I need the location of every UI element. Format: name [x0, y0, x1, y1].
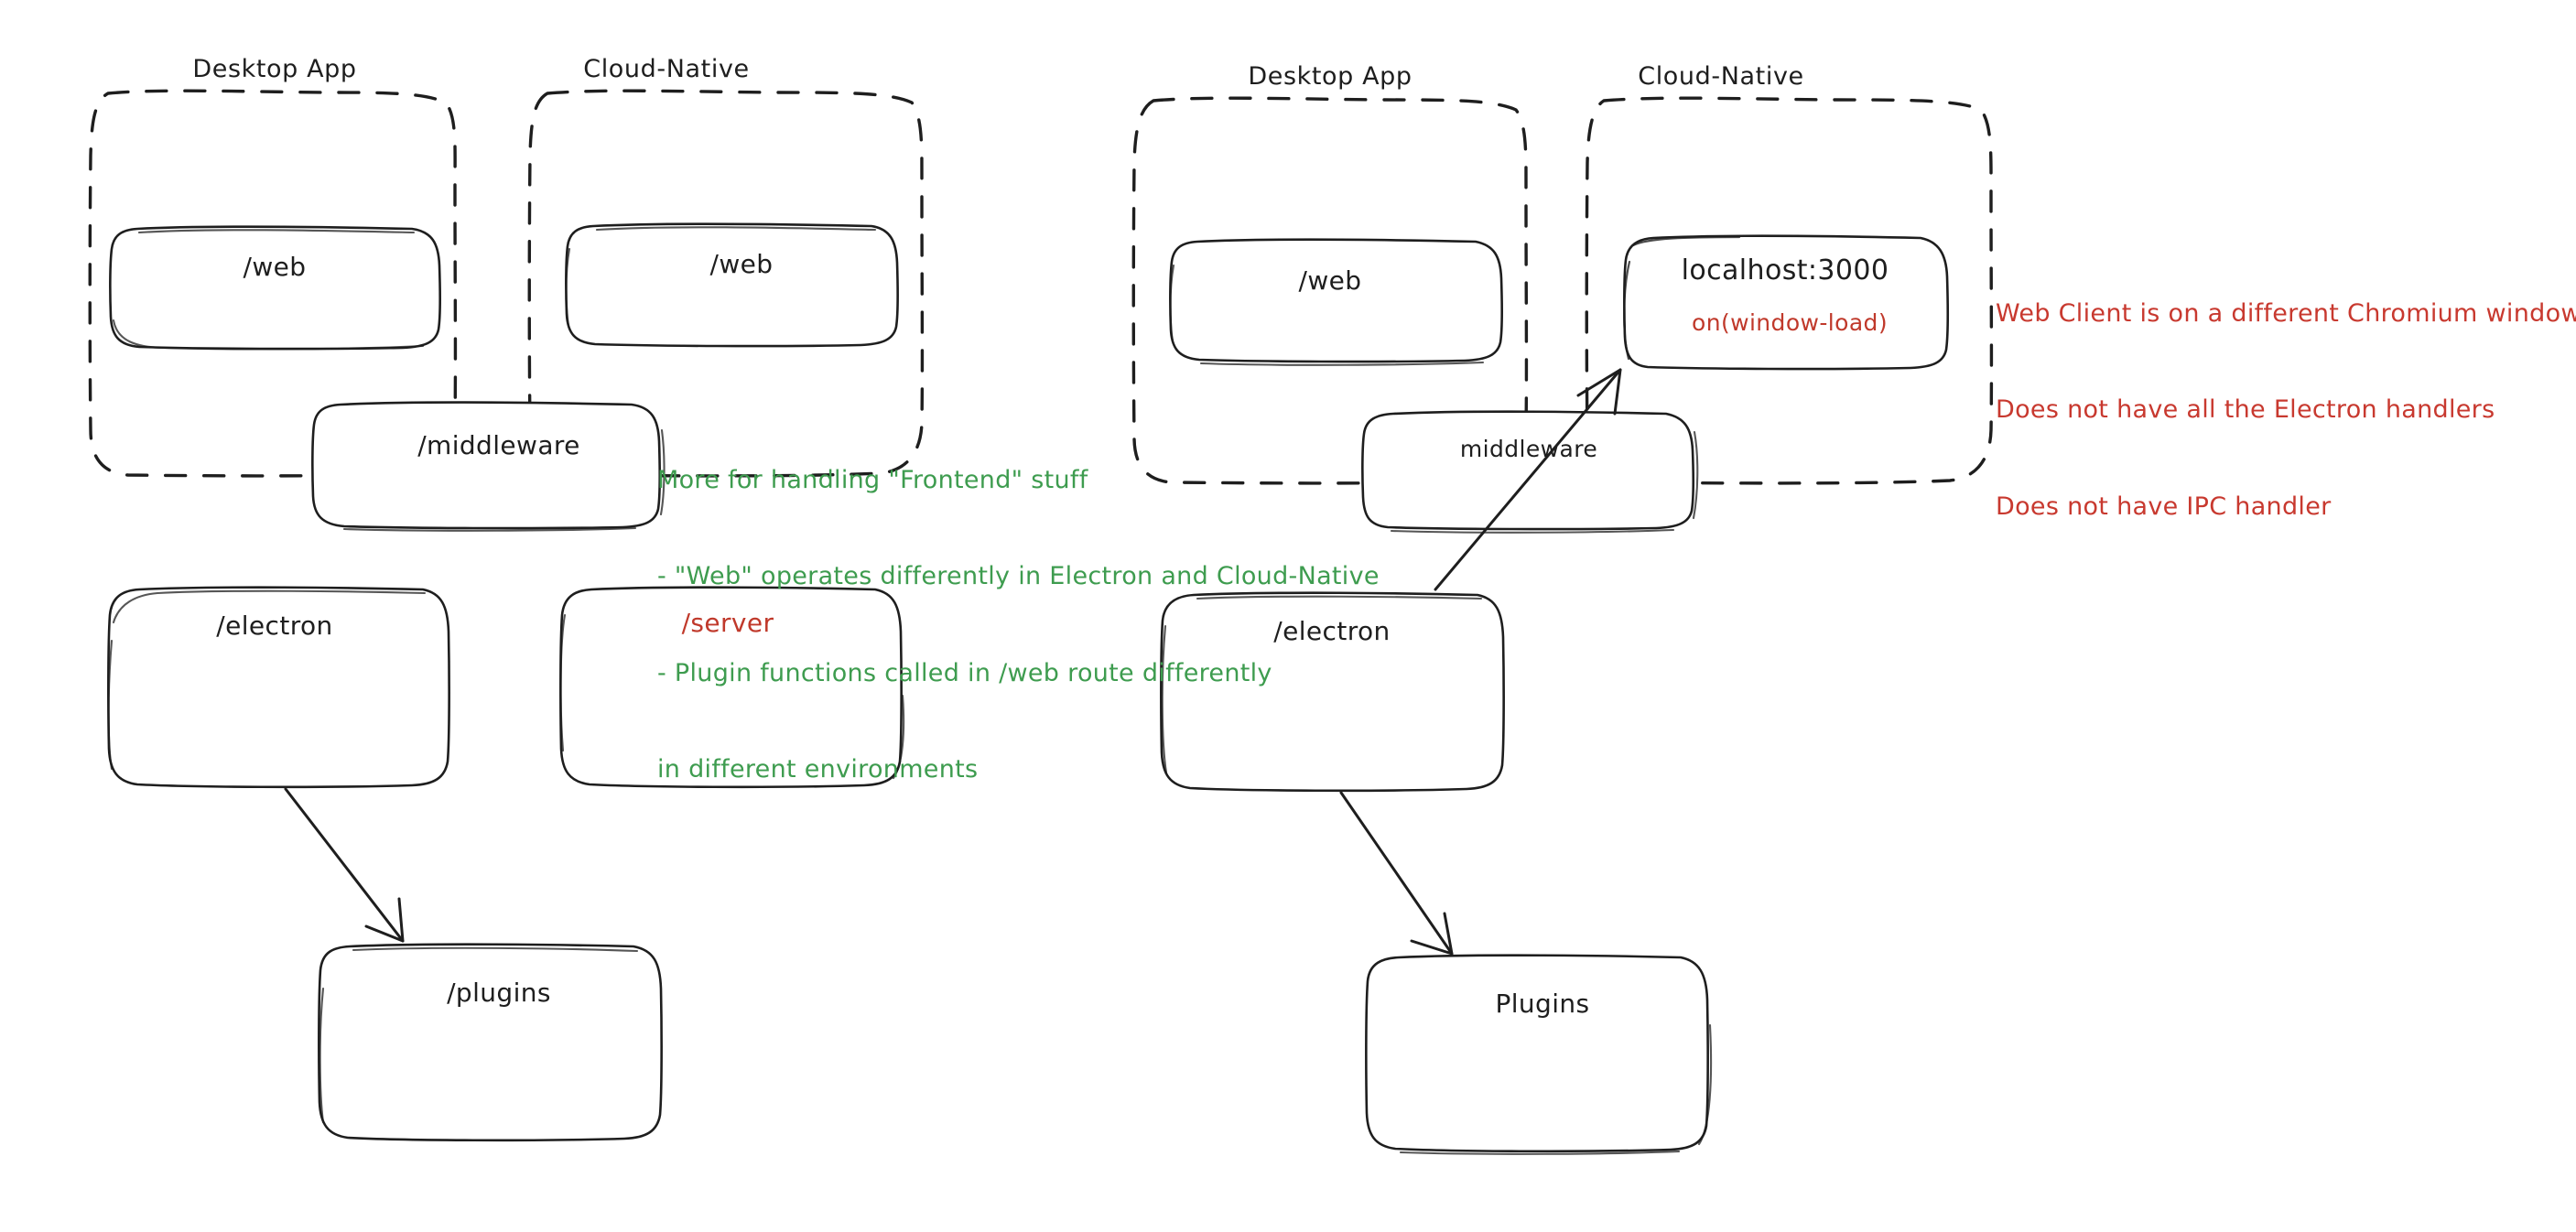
red-note-line-1: Web Client is on a different Chromium wi… — [1996, 299, 2576, 329]
group-left-cloud — [527, 89, 925, 478]
annotation-green-note: More for handling "Frontend" stuff - "We… — [657, 400, 1380, 849]
green-note-line-2: - "Web" operates differently in Electron… — [657, 562, 1380, 591]
red-note-line-2: Does not have all the Electron handlers — [1996, 395, 2495, 425]
node-label-r-electron: /electron — [1273, 616, 1391, 646]
node-label-r-plugins: Plugins — [1495, 989, 1590, 1019]
node-label-r-web-desktop: /web — [1298, 265, 1362, 296]
node-box-r-localhost[interactable] — [1623, 234, 1949, 371]
node-box-l-web-desktop[interactable] — [109, 225, 441, 351]
node-label-l-web-cloud: /web — [709, 249, 774, 279]
red-note-line-3: Does not have IPC handler — [1996, 492, 2332, 521]
group-label-right-cloud: Cloud-Native — [1638, 62, 1804, 91]
arrow-electron-to-localhost — [1434, 368, 1622, 591]
green-note-line-4: in different environments — [657, 755, 979, 784]
node-box-r-plugins[interactable] — [1365, 954, 1713, 1155]
node-label-l-plugins: /plugins — [447, 978, 551, 1008]
arrow-electron-to-plugins-left — [284, 787, 405, 943]
node-label-l-web-desktop: /web — [243, 252, 307, 282]
node-box-l-server[interactable] — [559, 586, 905, 789]
node-box-r-web-desktop[interactable] — [1169, 238, 1503, 366]
node-label-l-middleware: /middleware — [417, 430, 580, 460]
group-label-right-desktop: Desktop App — [1248, 62, 1412, 91]
group-right-desktop — [1131, 96, 1529, 485]
node-sublabel-on-window-load: on(window-load) — [1692, 309, 1888, 336]
green-note-line-1: More for handling "Frontend" stuff — [657, 466, 1088, 495]
node-label-r-localhost: localhost:3000 — [1681, 254, 1889, 286]
node-box-r-electron[interactable] — [1160, 591, 1505, 793]
green-note-line-3: - Plugin functions called in /web route … — [657, 658, 1272, 687]
node-label-r-middleware: middleware — [1459, 436, 1598, 462]
annotation-red-note: Web Client is on a different Chromium wi… — [1996, 233, 2576, 587]
node-box-l-electron[interactable] — [107, 586, 450, 789]
node-box-l-middleware[interactable] — [311, 401, 666, 532]
node-label-l-electron: /electron — [216, 611, 333, 641]
node-label-l-server: /server — [681, 608, 774, 638]
group-label-left-cloud: Cloud-Native — [583, 55, 750, 83]
node-box-l-plugins[interactable] — [318, 943, 663, 1142]
node-box-l-web-cloud[interactable] — [565, 222, 899, 348]
arrow-electron-to-plugins-right — [1339, 791, 1454, 956]
group-right-cloud — [1585, 96, 1994, 485]
group-label-left-desktop: Desktop App — [192, 55, 357, 83]
node-box-r-middleware[interactable] — [1361, 410, 1699, 534]
